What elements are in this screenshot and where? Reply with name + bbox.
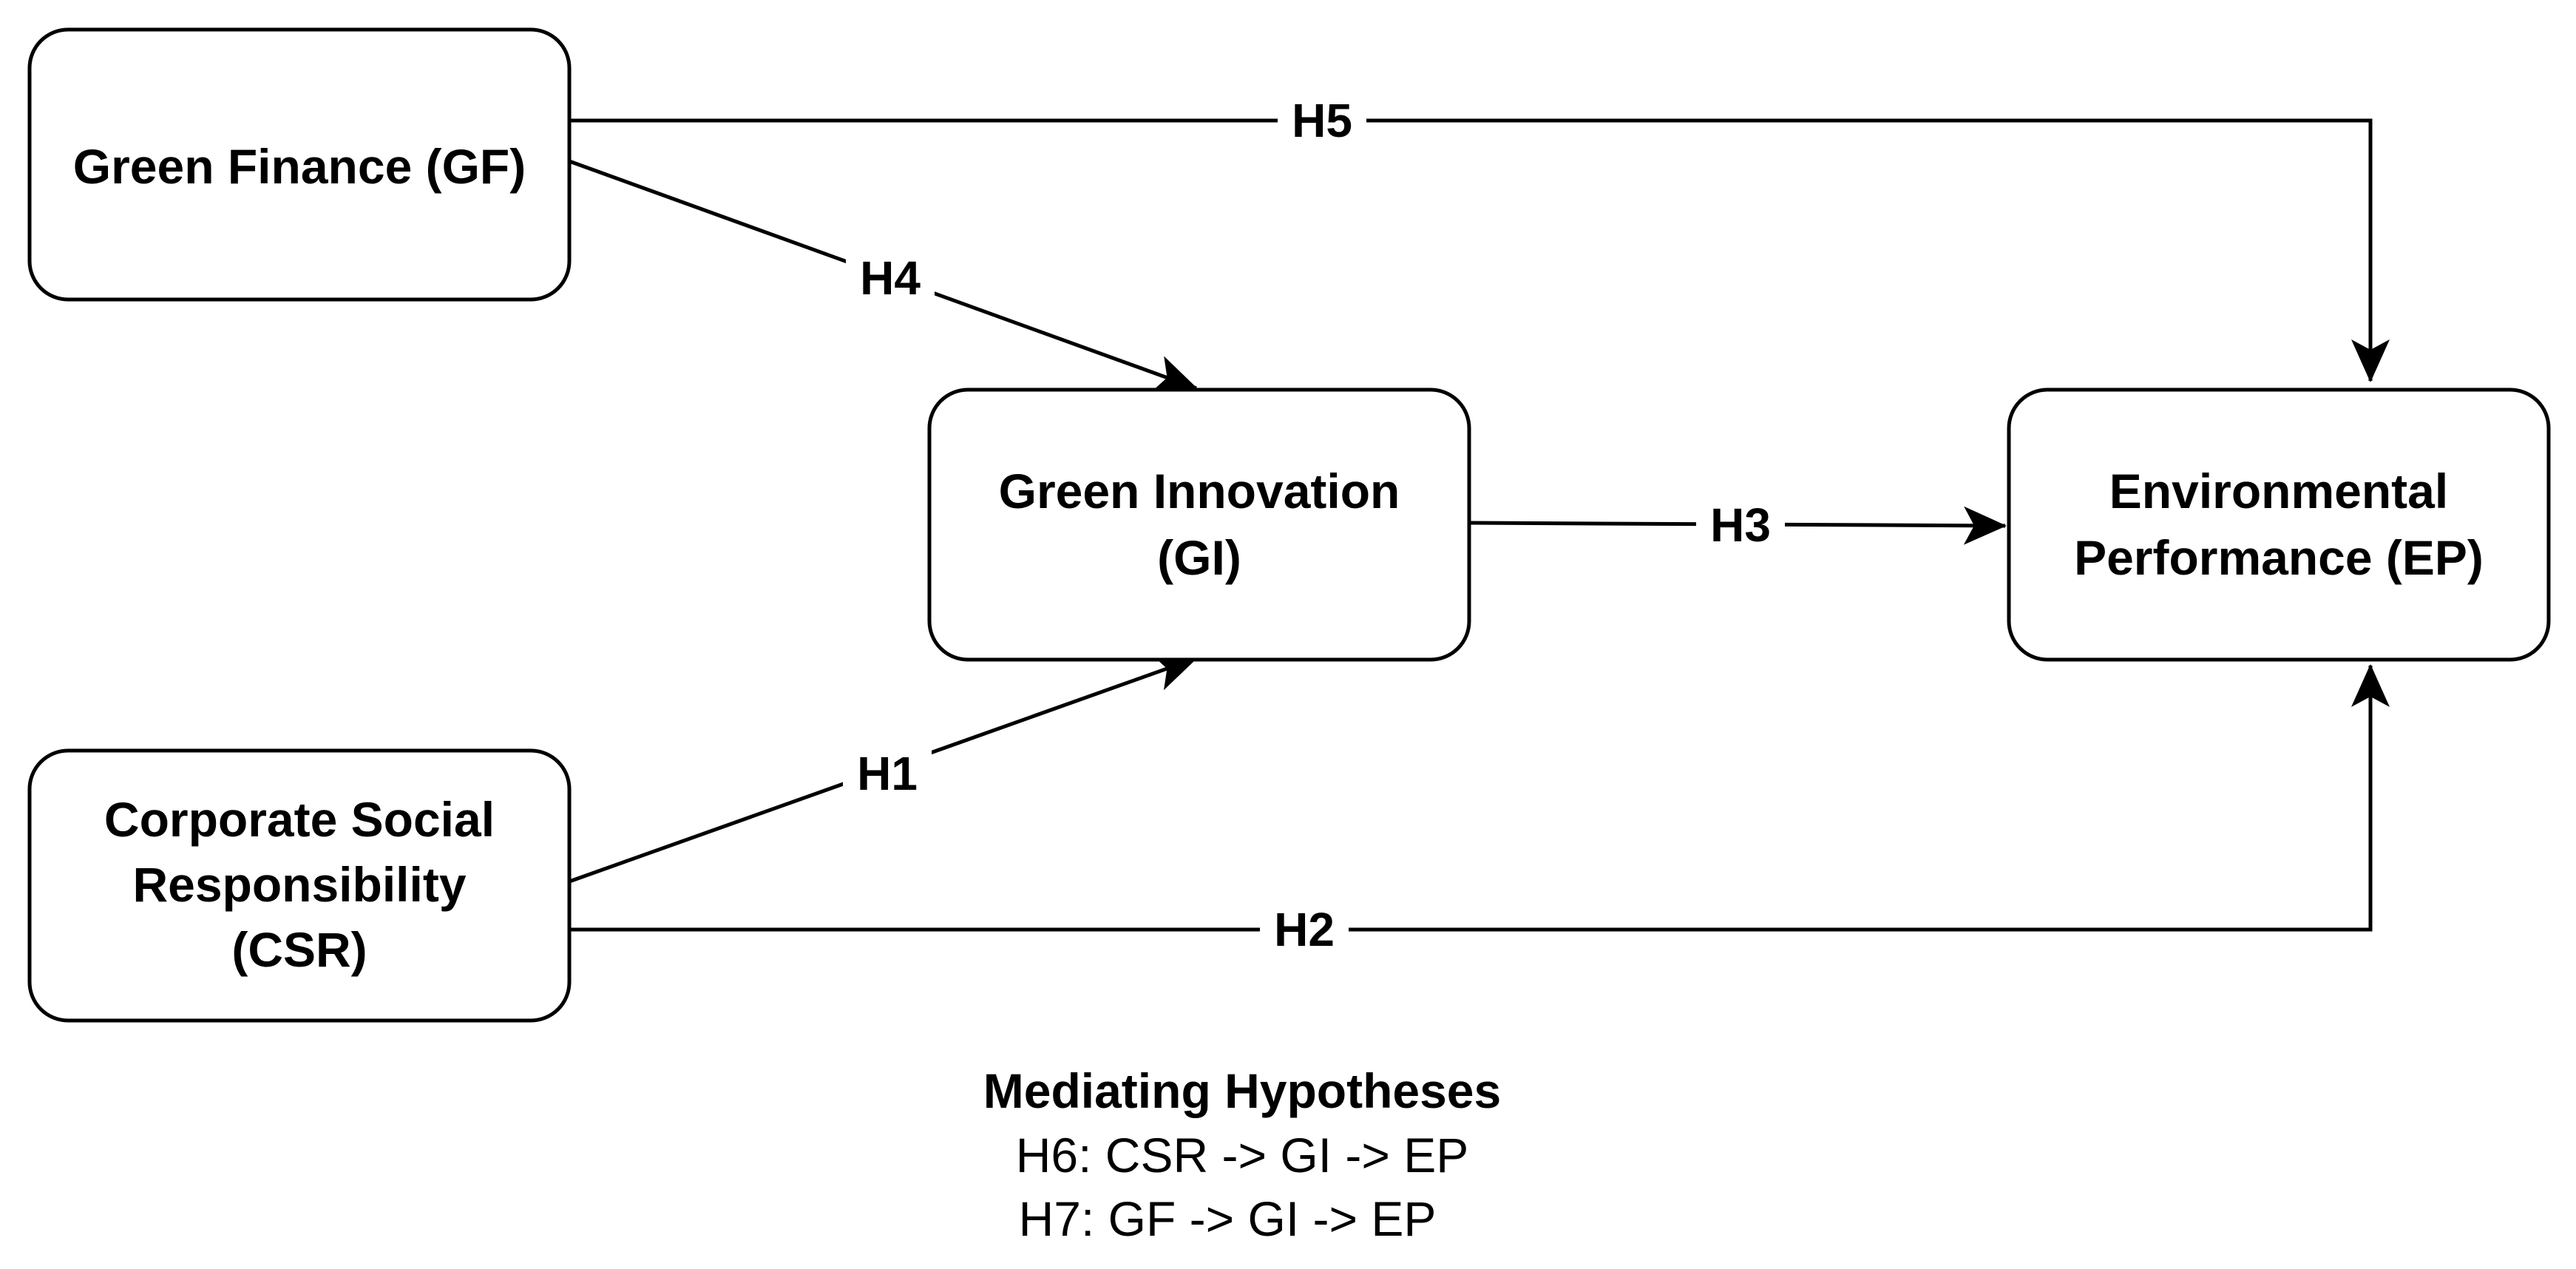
node-label-line-1: Environmental — [2109, 464, 2448, 518]
edge-h5 — [569, 118, 2390, 382]
svg-text:H3: H3 — [1710, 498, 1771, 552]
edge-label-h2: H2 — [1260, 903, 1349, 956]
mediating-h6: H6: CSR -> GI -> EP — [1016, 1128, 1469, 1182]
node-corporate-social-responsibility: Corporate Social Responsibility (CSR) — [27, 748, 572, 1023]
edge-h2 — [569, 664, 2390, 932]
node-label-line-1: Green Innovation — [999, 464, 1400, 518]
edge-label-h4: H4 — [846, 251, 935, 305]
svg-text:H2: H2 — [1274, 903, 1335, 956]
node-label-line-3: (CSR) — [231, 922, 367, 977]
mediating-hypotheses-note: Mediating Hypotheses H6: CSR -> GI -> EP… — [983, 1063, 1501, 1246]
mediating-title: Mediating Hypotheses — [983, 1063, 1501, 1118]
node-environmental-performance: Environmental Performance (EP) — [2007, 388, 2551, 662]
edge-label-h1: H1 — [843, 747, 932, 800]
node-label-line-2: (GI) — [1157, 530, 1241, 585]
mediating-h7: H7: GF -> GI -> EP — [1019, 1191, 1437, 1246]
edge-label-h5: H5 — [1278, 94, 1366, 147]
node-label-line-2: Performance (EP) — [2074, 530, 2484, 585]
node-green-innovation: Green Innovation (GI) — [927, 388, 1471, 662]
svg-text:H4: H4 — [860, 251, 921, 305]
node-label: Green Finance (GF) — [73, 139, 526, 194]
node-green-finance: Green Finance (GF) — [27, 27, 572, 302]
node-label-line-2: Responsibility — [132, 857, 466, 912]
node-label-line-1: Corporate Social — [104, 792, 495, 847]
svg-text:H5: H5 — [1292, 94, 1352, 147]
edge-label-h3: H3 — [1696, 498, 1785, 552]
svg-text:H1: H1 — [857, 747, 918, 800]
